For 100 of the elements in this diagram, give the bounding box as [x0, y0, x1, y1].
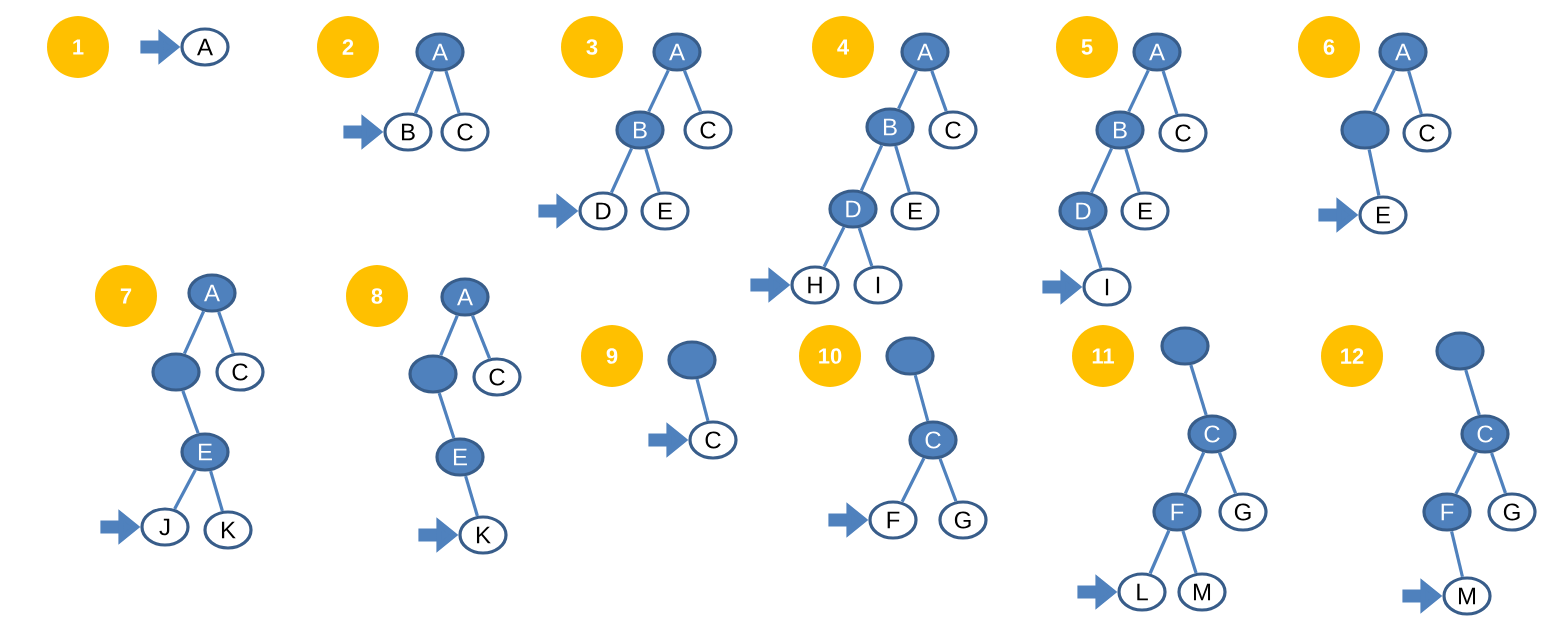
number-badge: 9: [581, 325, 643, 387]
tree-edge: [1089, 147, 1114, 194]
number-badge: 10: [799, 325, 861, 387]
tree-node: B: [1095, 110, 1145, 150]
tree-edge: [682, 70, 703, 112]
tree-node: C: [683, 110, 733, 150]
tree-node: A: [1378, 32, 1428, 72]
tree-edge: [859, 144, 884, 192]
tree-node: A: [652, 32, 702, 72]
tree-node: I: [1082, 267, 1132, 307]
tree-edge: [1490, 452, 1507, 494]
tree-node: B: [383, 112, 433, 152]
tree-edge: [464, 475, 479, 517]
tree-edge: [1161, 70, 1179, 115]
tree-node: [1435, 331, 1485, 371]
tree-node: E: [1120, 191, 1170, 231]
number-badge: 12: [1321, 325, 1383, 387]
tree-edge: [900, 457, 926, 503]
tree-node: C: [928, 110, 978, 150]
number-badge: 11: [1072, 325, 1134, 387]
tree-node: A: [1132, 32, 1182, 72]
tree-node: G: [938, 500, 988, 540]
tree-edge: [644, 148, 661, 193]
number-badge: 6: [1298, 16, 1360, 78]
tree-node: A: [415, 32, 465, 72]
tree-edge: [894, 145, 911, 193]
tree-edge: [471, 315, 492, 359]
number-badge: 5: [1056, 16, 1118, 78]
tree-edge: [1148, 529, 1171, 575]
tree-edge: [444, 70, 461, 114]
tree-node: B: [865, 107, 915, 147]
tree-edge: [182, 310, 206, 355]
tree-edge: [181, 390, 200, 434]
tree-edge: [1181, 530, 1198, 574]
number-badge: 2: [317, 16, 379, 78]
tree-node: A: [180, 27, 230, 67]
tree-edge: [822, 226, 846, 268]
tree-node: K: [203, 510, 253, 550]
tree-node: G: [1218, 492, 1268, 532]
tree-node: C: [688, 420, 738, 460]
tree-edge: [1124, 148, 1141, 193]
tree-node: [667, 340, 717, 380]
tree-edge: [414, 70, 435, 114]
tree-edge: [938, 458, 958, 502]
tree-node: H: [790, 265, 840, 305]
tree-node: E: [890, 191, 940, 231]
tree-node: M: [1442, 576, 1492, 616]
tree-node: C: [472, 357, 522, 397]
tree-edge: [647, 69, 670, 113]
tree-node: C: [908, 420, 958, 460]
tree-node: E: [1358, 195, 1408, 235]
tree-node: E: [640, 191, 690, 231]
tree-edge: [1372, 69, 1396, 113]
tree-node: D: [1058, 191, 1108, 231]
tree-edge: [1127, 69, 1150, 113]
tree-node: C: [215, 352, 265, 392]
tree-edge: [1464, 369, 1481, 416]
tree-edge: [913, 374, 930, 422]
tree-edge: [217, 311, 235, 354]
tree-node: I: [853, 265, 903, 305]
tree-node: C: [1187, 414, 1237, 454]
tree-node: L: [1117, 572, 1167, 612]
number-badge: 1: [47, 16, 109, 78]
tree-edge: [1183, 451, 1206, 495]
tree-edge: [1367, 149, 1381, 196]
tree-node: E: [180, 432, 230, 472]
tree-node: C: [1402, 113, 1452, 153]
tree-edge: [695, 378, 710, 422]
tree-edge: [1454, 451, 1478, 495]
tree-edge: [173, 469, 197, 510]
tree-node: A: [187, 273, 237, 313]
tree-node: D: [578, 191, 628, 231]
tree-node: D: [828, 189, 878, 229]
tree-node: M: [1177, 572, 1227, 612]
tree-node: G: [1487, 492, 1537, 532]
tree-edge: [930, 70, 948, 112]
tree-node: A: [440, 277, 490, 317]
tree-node: J: [140, 507, 190, 547]
tree-node: [408, 354, 458, 394]
tree-node: C: [1460, 414, 1510, 454]
tree-edge: [609, 147, 634, 194]
tree-edge: [1450, 530, 1464, 578]
tree-node: [885, 336, 935, 376]
tree-edge: [437, 392, 456, 439]
number-badge: 7: [95, 265, 157, 327]
tree-edge: [857, 227, 874, 267]
tree-edge: [1217, 452, 1238, 494]
tree-edge: [209, 470, 224, 512]
tree-edge: [1189, 364, 1208, 416]
tree-node: A: [900, 32, 950, 72]
tree-edge: [897, 69, 918, 110]
tree-node: [151, 352, 201, 392]
number-badge: 3: [561, 16, 623, 78]
tree-node: E: [435, 437, 485, 477]
number-badge: 4: [812, 16, 874, 78]
tree-node: F: [1422, 492, 1472, 532]
tree-node: C: [440, 112, 490, 152]
tree-edge: [439, 315, 459, 356]
tree-node: K: [458, 515, 508, 555]
tree-node: [1160, 326, 1210, 366]
